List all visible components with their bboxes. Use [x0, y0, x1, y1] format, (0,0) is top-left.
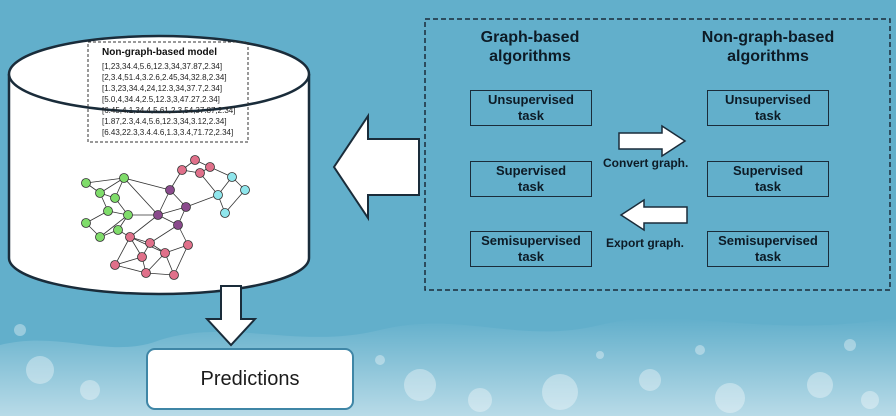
graph-supervised-task: Supervised task — [470, 161, 592, 197]
nongraph-unsupervised-task: Unsupervised task — [707, 90, 829, 126]
arrow-to-predictions — [204, 285, 258, 347]
model-vectors-box: Non-graph-based model [1,23,34.4,5.6,12.… — [96, 47, 246, 138]
graph-based-title: Graph-based algorithms — [480, 29, 580, 65]
graph-semisupervised-task: Semisupervised task — [470, 231, 592, 267]
arrow-to-database — [332, 112, 420, 222]
model-title: Non-graph-based model — [102, 47, 218, 58]
export-graph-label: Export graph. — [606, 236, 685, 250]
network-graph — [81, 155, 250, 280]
vector-row: [1.87,2.3,4.4,5.6,12.3,34,3.12,2.34] — [102, 117, 227, 126]
nongraph-supervised-task: Supervised task — [707, 161, 829, 197]
vector-row: [1.3,23,34.4,24,12.3,34,37.7,2.34] — [102, 84, 223, 93]
export-arrow — [619, 198, 688, 232]
graph-unsupervised-task: Unsupervised task — [470, 90, 592, 126]
vector-row: [5.0,4,34.4,2.5,12.3,3,47.27,2.34] — [102, 95, 220, 104]
vector-row: [6.45,4.1,34.4,5.61,2.3,54,37.87,2.34] — [102, 106, 236, 115]
convert-graph-label: Convert graph. — [603, 156, 689, 170]
nongraph-semisupervised-task: Semisupervised task — [707, 231, 829, 267]
vector-row: [6.43,22.3,3.4.4.6,1.3,3.4,71.72,2.34] — [102, 128, 234, 137]
vector-row: [1,23,34.4,5.6,12.3,34,37.87,2.34] — [102, 62, 223, 71]
non-graph-based-title: Non-graph-based algorithms — [701, 29, 835, 65]
database-cylinder — [7, 34, 311, 296]
predictions-box: Predictions — [146, 348, 354, 410]
convert-arrow — [618, 124, 687, 158]
algorithms-panel — [424, 18, 891, 291]
vector-row: [2,3.4,51.4,3.2.6,2.45,34,32.8,2.34] — [102, 73, 227, 82]
